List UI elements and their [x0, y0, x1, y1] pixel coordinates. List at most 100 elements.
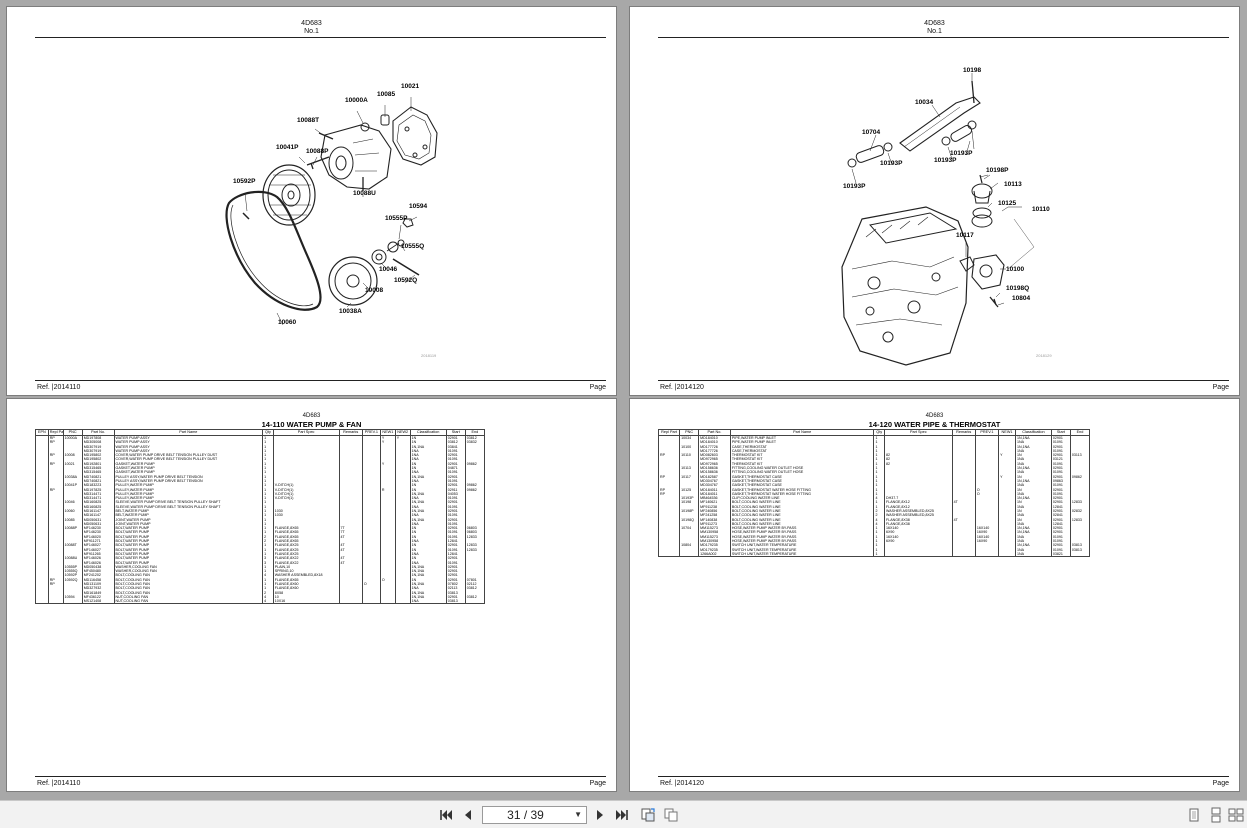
column-header: End — [464, 429, 486, 436]
table-cell: 1266A002 — [698, 551, 731, 558]
table-cell — [338, 487, 363, 492]
callout-label: 10193P — [880, 160, 903, 167]
table-cell: 10594 — [62, 594, 83, 600]
table-cell — [361, 586, 381, 591]
fit-page-button[interactable] — [663, 807, 679, 823]
table-cell — [464, 465, 486, 471]
table-cell — [361, 513, 381, 518]
table-cell: 1NA — [1014, 551, 1052, 558]
table-cell: 03812 — [464, 586, 486, 591]
figure-stamp: 2018119 — [421, 353, 437, 358]
table-cell — [338, 470, 363, 475]
previous-page-button[interactable] — [460, 807, 476, 823]
continuous-view-button[interactable] — [1208, 807, 1224, 823]
rotate-page-button[interactable] — [640, 807, 656, 823]
table-cell: 06803 — [464, 526, 486, 531]
table-cell: 10125 — [679, 487, 700, 492]
table-cell — [361, 551, 381, 557]
header-rule — [658, 37, 1229, 38]
table-cell — [62, 590, 83, 595]
table-cell: 12833 — [464, 534, 486, 540]
two-page-view-button[interactable] — [1228, 807, 1244, 823]
next-page-button[interactable] — [592, 807, 608, 823]
table-cell — [464, 590, 486, 595]
first-page-button[interactable] — [438, 807, 454, 823]
callout-label: 10110 — [1032, 206, 1050, 213]
table-cell: SWITCH UNIT,WATER TEMPERATURE — [729, 543, 875, 548]
table-cell: RP — [657, 474, 681, 479]
table-cell: 10X16 — [272, 599, 340, 605]
table-cell: PULLEY,WATER PUMP — [113, 491, 264, 497]
table-cell — [338, 564, 363, 570]
table-cell — [62, 513, 83, 518]
table-cell: 4T — [338, 534, 363, 540]
table-cell — [974, 453, 1000, 458]
table-cell — [657, 448, 681, 454]
table-cell — [62, 521, 83, 527]
single-page-view-button[interactable] — [1186, 807, 1202, 823]
table-cell — [464, 560, 486, 565]
table-cell: 03812 — [464, 594, 486, 600]
table-cell: 12833 — [464, 543, 486, 548]
table-cell: NUT,COOLING FAN — [113, 594, 264, 600]
table-cell — [361, 564, 381, 570]
table-cell — [338, 577, 363, 582]
table-cell — [62, 551, 83, 557]
table-cell — [951, 551, 976, 558]
table-cell — [679, 534, 700, 540]
table-cell: 16X90 — [974, 530, 1000, 535]
table-cell: 10804 — [679, 543, 700, 548]
last-page-icon — [616, 810, 628, 820]
table-cell — [974, 448, 1000, 454]
callout-label: 10704 — [862, 129, 881, 136]
callout-label: 10088U — [353, 190, 376, 197]
table-cell — [361, 491, 381, 497]
grid-pages-icon — [1228, 808, 1244, 822]
ref-text: Ref. |2014110 — [37, 780, 81, 787]
table-cell: 10555P — [62, 564, 83, 570]
table-cell — [47, 599, 64, 605]
last-page-button[interactable] — [614, 807, 630, 823]
table-cell — [974, 478, 1000, 484]
column-header: Remarks — [338, 429, 363, 436]
table-cell — [338, 508, 363, 514]
callout-label: 10021 — [401, 83, 420, 90]
table-cell — [974, 470, 1000, 475]
page-selector[interactable]: 31 / 39 ▼ — [482, 806, 587, 824]
footer-rule — [658, 380, 1229, 381]
table-cell — [657, 483, 681, 488]
table-cell: 10088P — [62, 526, 83, 531]
table-cell: 10198Q — [679, 517, 700, 522]
table-cell — [361, 573, 381, 578]
table-cell: 10021 — [62, 461, 83, 466]
table-cell — [361, 448, 381, 454]
table-cell — [338, 517, 363, 522]
table-cell — [338, 435, 363, 441]
page-label: Page — [1212, 780, 1229, 787]
table-cell — [1069, 491, 1091, 497]
table-cell — [361, 500, 381, 505]
table-cell — [1069, 513, 1091, 518]
table-cell: BOLT,WATER PUMP — [113, 556, 264, 561]
table-cell: O — [361, 582, 381, 587]
